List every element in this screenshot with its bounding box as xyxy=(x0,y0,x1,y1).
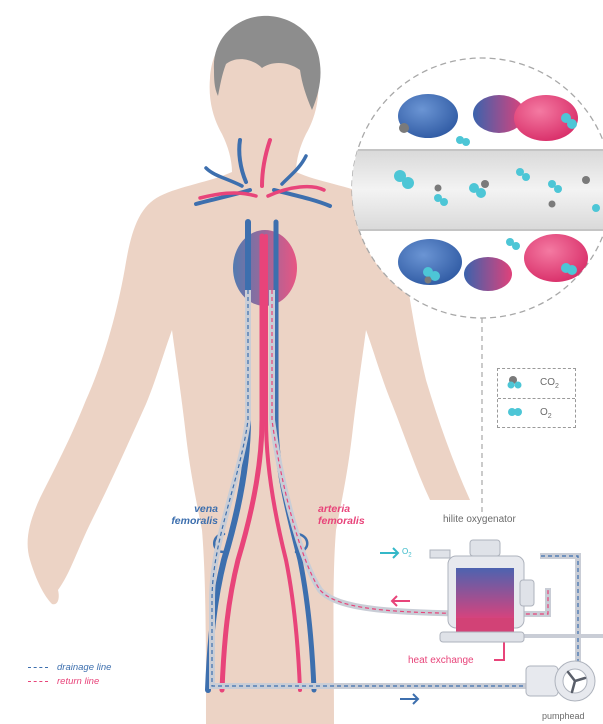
return-dash-icon xyxy=(28,681,48,682)
heat-exchange-label: heat exchange xyxy=(408,655,474,666)
drainage-dash-icon xyxy=(28,667,48,668)
oxygenator xyxy=(430,540,534,642)
drainage-arrow-icon xyxy=(400,694,418,704)
return-arrow-icon xyxy=(392,596,410,606)
pumphead xyxy=(526,661,595,701)
o2-inlet-label: O2 xyxy=(402,547,412,559)
arteria-femoralis-label: arteria femoralis xyxy=(318,503,365,527)
o2-label: O2 xyxy=(540,407,552,420)
gas-legend: CO2 O2 xyxy=(497,368,576,428)
line-legend: drainage line return line xyxy=(28,660,111,688)
legend-return: return line xyxy=(28,674,111,688)
oxygenator-label: hilite oxygenator xyxy=(443,514,516,525)
co2-label: CO2 xyxy=(540,377,559,390)
legend-drainage: drainage line xyxy=(28,660,111,674)
o2-arrow-icon xyxy=(380,548,398,558)
co2-molecule-icon xyxy=(507,375,523,389)
gas-legend-divider xyxy=(498,398,575,399)
flow-arrows xyxy=(380,548,418,704)
pumphead-label: pumphead xyxy=(542,711,585,721)
vena-femoralis-label: vena femoralis xyxy=(160,503,218,527)
o2-molecule-icon xyxy=(507,405,523,419)
